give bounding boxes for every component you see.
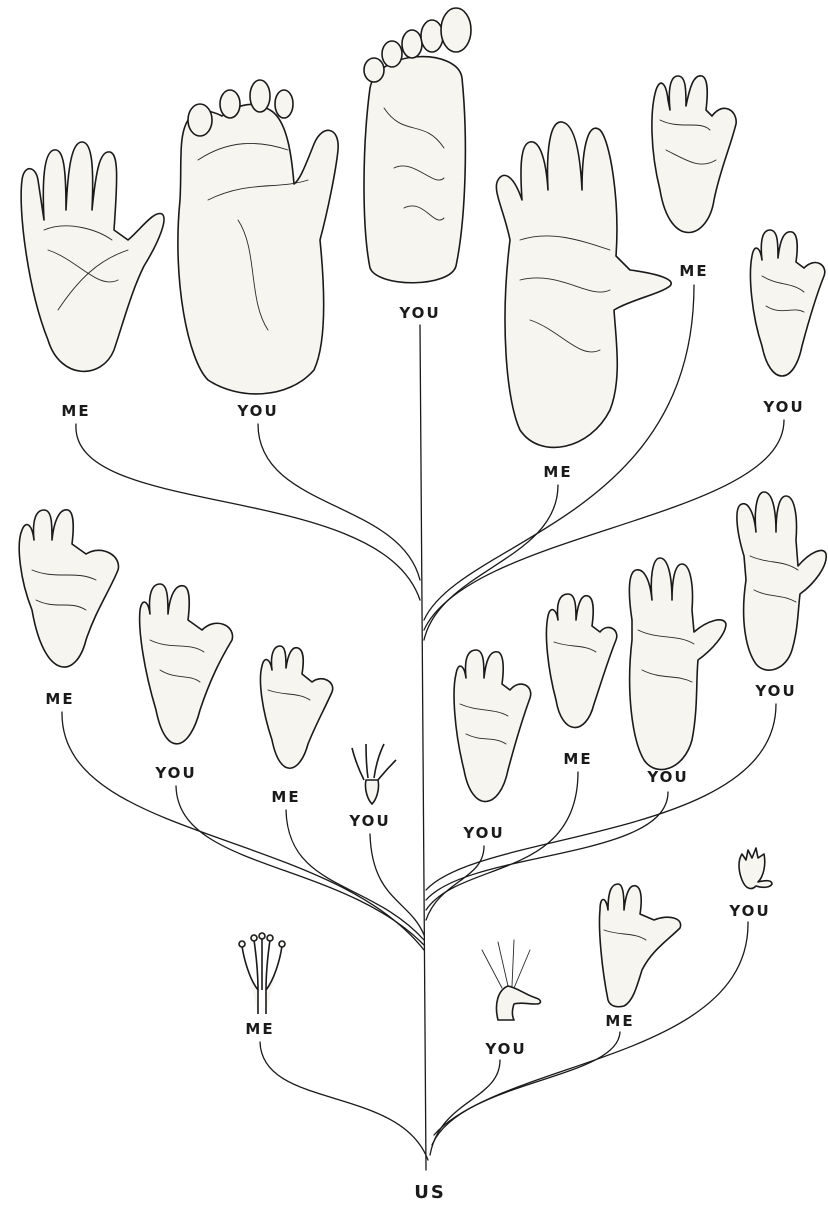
label-you: YOU [348, 812, 390, 830]
hand-icon [496, 122, 671, 448]
branch-me-mid-left [62, 712, 424, 950]
branch-me-top-center [424, 485, 558, 640]
branch-you-top-right [424, 420, 784, 630]
label-me: ME [245, 1020, 274, 1038]
hand-icon [737, 492, 826, 670]
hand-icon [21, 142, 164, 371]
branch-you-top-left [258, 424, 420, 580]
label-you: YOU [484, 1040, 526, 1058]
hand-icon [19, 510, 118, 667]
label-me: ME [271, 788, 300, 806]
hand-icon [546, 594, 616, 728]
label-you: YOU [398, 304, 440, 322]
label-me: ME [45, 690, 74, 708]
hand-icon [652, 76, 736, 233]
trunk-line [420, 325, 426, 1170]
branch-you-bottom-1 [430, 1060, 500, 1155]
label-you: YOU [462, 824, 504, 842]
label-you: YOU [236, 402, 278, 420]
branch-me-bottom [260, 1042, 428, 1160]
hand-icon [178, 80, 338, 394]
label-me: ME [563, 750, 592, 768]
hand-icon [352, 744, 396, 804]
label-you: YOU [646, 768, 688, 786]
hand-icon [482, 940, 541, 1020]
label-me: ME [605, 1012, 634, 1030]
hand-icon [260, 646, 332, 768]
root-label: US [414, 1182, 446, 1203]
label-me: ME [543, 463, 572, 481]
hand-icon [454, 650, 531, 802]
label-me: ME [61, 402, 90, 420]
hand-icon [239, 933, 285, 1014]
label-you: YOU [728, 902, 770, 920]
hand-icon [364, 8, 471, 283]
branch-you-mid-left [176, 786, 424, 945]
branch-you-mid-center [370, 834, 424, 935]
hand-icon [739, 848, 772, 888]
branch-you-bottom-2 [434, 922, 748, 1135]
label-you: YOU [754, 682, 796, 700]
label-you: YOU [154, 764, 196, 782]
hand-icon [629, 558, 726, 770]
hand-icon [140, 584, 233, 744]
label-me: ME [679, 262, 708, 280]
hand-icon [599, 884, 680, 1007]
hand-icon [750, 230, 824, 376]
label-you: YOU [762, 398, 804, 416]
branch-me-top-left [76, 424, 420, 600]
